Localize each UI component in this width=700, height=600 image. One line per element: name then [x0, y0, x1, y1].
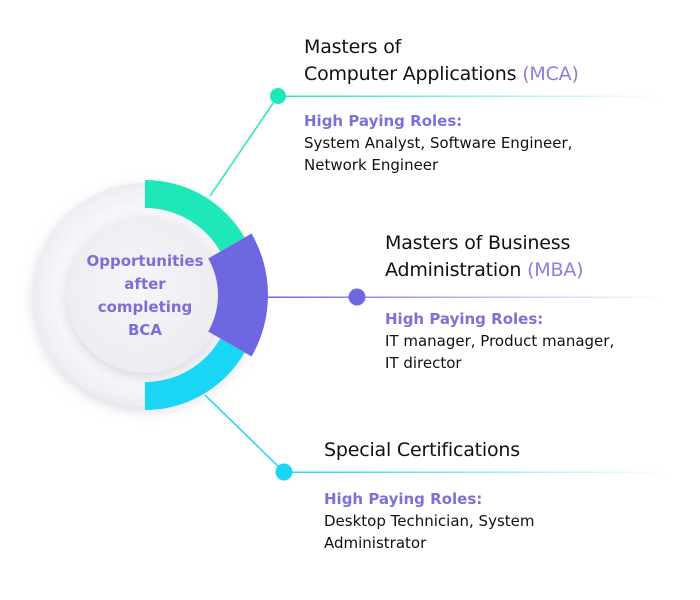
item-title: Masters of Computer Applications (MCA) — [304, 34, 579, 88]
abbreviation: (MCA) — [522, 63, 579, 85]
center-line: after — [124, 275, 166, 293]
dot-mca — [270, 88, 286, 104]
roles-label: High Paying Roles: — [324, 490, 483, 508]
arc-mba — [208, 233, 268, 357]
dot-certifications — [275, 463, 293, 481]
divider-mca — [278, 95, 668, 97]
roles-text: Desktop Technician, System — [324, 512, 535, 530]
title-line: Masters of Business — [385, 232, 571, 254]
title-line: Computer Applications — [304, 63, 517, 85]
inner-circle — [67, 217, 223, 373]
abbreviation: (MBA) — [527, 259, 584, 281]
title-line: Masters of — [304, 36, 402, 58]
center-line: completing — [97, 298, 193, 316]
dot-mba — [348, 288, 366, 306]
arc-mca — [145, 180, 245, 252]
center-line: Opportunities — [86, 252, 204, 270]
title-line: Administration — [385, 259, 522, 281]
divider-certifications — [284, 471, 674, 473]
item-certifications: Special Certifications High Paying Roles… — [324, 437, 534, 554]
roles-text: IT director — [385, 354, 462, 372]
connector-mba — [268, 296, 668, 298]
connector-certifications — [204, 394, 285, 473]
arc-certifications — [145, 338, 245, 410]
center-line: BCA — [127, 321, 163, 339]
roles-text: System Analyst, Software Engineer, — [304, 134, 573, 152]
item-title: Special Certifications — [324, 439, 520, 461]
center-label: Opportunities after completing BCA — [75, 250, 215, 342]
roles-label: High Paying Roles: — [304, 112, 463, 130]
roles-text: IT manager, Product manager, — [385, 332, 615, 350]
roles-text: Network Engineer — [304, 156, 439, 174]
roles-label: High Paying Roles: — [385, 310, 544, 328]
roles-text: Administrator — [324, 534, 427, 552]
connector-mca — [209, 95, 279, 197]
item-mca: Masters of Computer Applications (MCA) Hi… — [304, 34, 579, 176]
